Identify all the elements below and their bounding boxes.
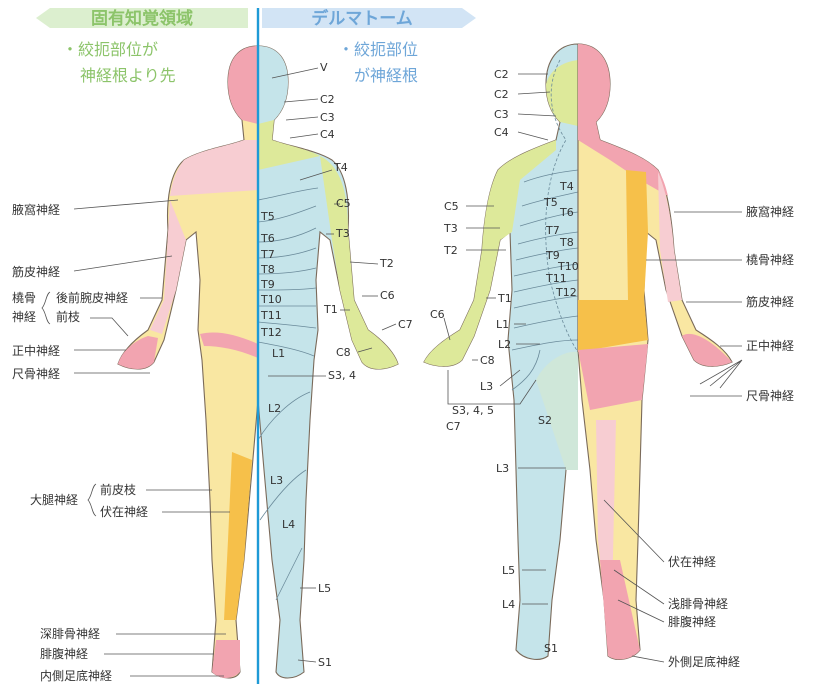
- front-nerve-median: 正中神経: [12, 343, 60, 358]
- back-label-l1: L1: [496, 318, 509, 331]
- back-label-t3: T3: [443, 222, 458, 235]
- front-nerve-ulnar: 尺骨神経: [12, 367, 60, 381]
- front-label-l3: L3: [270, 474, 283, 487]
- front-face-trigeminal-zone: [228, 46, 258, 124]
- front-nerve-deep-peroneal: 深腓骨神経: [40, 626, 100, 641]
- back-nerve-superficial-peroneal: 浅腓骨神経: [668, 596, 728, 611]
- back-label-s2: S2: [538, 414, 552, 427]
- back-label-c8: C8: [480, 354, 495, 367]
- front-nerve-musculocutaneous: 筋皮神経: [12, 264, 60, 279]
- back-nerve-lateral-plantar: 外側足底神経: [668, 654, 740, 669]
- front-nerve-saphenous: 伏在神経: [100, 505, 148, 519]
- back-label-c7: C7: [446, 420, 461, 433]
- front-nerve-medial-plantar: 内側足底神経: [40, 668, 112, 683]
- front-nerve-anterior-branch: 前枝: [56, 309, 80, 324]
- back-label-s345: S3, 4, 5: [452, 404, 494, 417]
- back-nerve-radial: 橈骨神経: [746, 253, 794, 267]
- back-label-t11: T11: [545, 272, 567, 285]
- front-nerve-sural: 腓腹神経: [40, 646, 88, 661]
- back-nerve-ulnar: 尺骨神経: [746, 389, 794, 403]
- back-nerve-saphenous: 伏在神経: [668, 555, 716, 569]
- front-figure: [118, 8, 398, 684]
- back-label-l3b: L3: [496, 462, 509, 475]
- front-label-l1: L1: [272, 347, 285, 360]
- front-label-t3: T3: [335, 227, 350, 240]
- front-label-c3: C3: [320, 111, 335, 124]
- front-label-s34: S3, 4: [328, 369, 356, 382]
- back-label-s1: S1: [544, 642, 558, 655]
- right-note-line2: が神経根: [354, 66, 418, 85]
- front-label-c5: C5: [336, 197, 351, 210]
- back-label-c3: C3: [494, 108, 509, 121]
- back-nerve-axillary: 腋窩神経: [746, 204, 794, 219]
- back-label-l3a: L3: [480, 380, 493, 393]
- back-buttock-zone: [578, 344, 648, 410]
- back-label-t5: T5: [543, 196, 558, 209]
- back-label-t6: T6: [559, 206, 574, 219]
- front-label-t7: T7: [260, 248, 275, 261]
- front-label-c8: C8: [336, 346, 351, 359]
- left-title: 固有知覚領域: [91, 8, 193, 29]
- front-label-c4: C4: [320, 128, 335, 141]
- front-nerve-radial-1: 橈骨: [12, 291, 36, 305]
- front-label-l2: L2: [268, 402, 281, 415]
- back-label-t1: T1: [497, 292, 512, 305]
- front-nerve-anterior-cutaneous: 前皮枝: [100, 482, 136, 497]
- back-label-t7: T7: [545, 224, 560, 237]
- back-radial-zone: [626, 170, 648, 300]
- front-label-l4: L4: [282, 518, 295, 531]
- front-label-t12: T12: [260, 326, 282, 339]
- front-label-t4: T4: [333, 161, 348, 174]
- front-label-c7: C7: [398, 318, 413, 331]
- front-foot-zone: [212, 640, 240, 678]
- back-label-c6: C6: [430, 308, 445, 321]
- front-nerve-radial-2: 神経: [12, 310, 36, 324]
- back-nerve-musculocutaneous: 筋皮神経: [746, 294, 794, 309]
- front-label-t6: T6: [260, 232, 275, 245]
- front-label-t9: T9: [260, 278, 275, 291]
- back-axillary-zone: [658, 172, 682, 302]
- right-note-line1: ・絞扼部位: [338, 40, 418, 59]
- front-label-t2: T2: [379, 257, 394, 270]
- front-face-v-zone: [258, 46, 288, 124]
- front-nerve-femoral: 大腿神経: [30, 493, 78, 507]
- back-nerve-sural: 腓腹神経: [668, 614, 716, 629]
- back-label-l4: L4: [502, 598, 515, 611]
- back-label-c4: C4: [494, 126, 509, 139]
- autonomous-zone-header: 固有知覚領域 ・絞扼部位が 神経根より先: [36, 8, 248, 85]
- right-title: デルマトーム: [311, 8, 413, 29]
- left-note-line2: 神経根より先: [80, 66, 176, 85]
- back-label-t2: T2: [443, 244, 458, 257]
- front-label-c2: C2: [320, 93, 335, 106]
- front-label-t5: T5: [260, 210, 275, 223]
- front-nerve-posterior-antebrachial: 後前腕皮神経: [56, 290, 128, 305]
- front-label-c6: C6: [380, 289, 395, 302]
- back-label-t4: T4: [559, 180, 574, 193]
- back-label-t8: T8: [559, 236, 574, 249]
- left-note-line1: ・絞扼部位が: [62, 40, 158, 59]
- front-label-v: V: [320, 61, 328, 74]
- front-label-s1: S1: [318, 656, 332, 669]
- front-label-t1: T1: [323, 303, 338, 316]
- back-nerve-median: 正中神経: [746, 338, 794, 353]
- front-label-t8: T8: [260, 263, 275, 276]
- back-label-c2b: C2: [494, 88, 509, 101]
- front-label-l5: L5: [318, 582, 331, 595]
- back-label-c5: C5: [444, 200, 459, 213]
- back-label-t12: T12: [555, 286, 577, 299]
- front-nerve-axillary: 腋窩神経: [12, 202, 60, 217]
- front-nerve-labels: 腋窩神経 筋皮神経 橈骨 神経 後前腕皮神経 前枝 正中神経 尺骨神経 大腿神経…: [12, 200, 230, 683]
- back-label-l5: L5: [502, 564, 515, 577]
- back-label-c2a: C2: [494, 68, 509, 81]
- back-label-l2: L2: [498, 338, 511, 351]
- front-label-t11: T11: [260, 309, 282, 322]
- front-label-t10: T10: [260, 293, 282, 306]
